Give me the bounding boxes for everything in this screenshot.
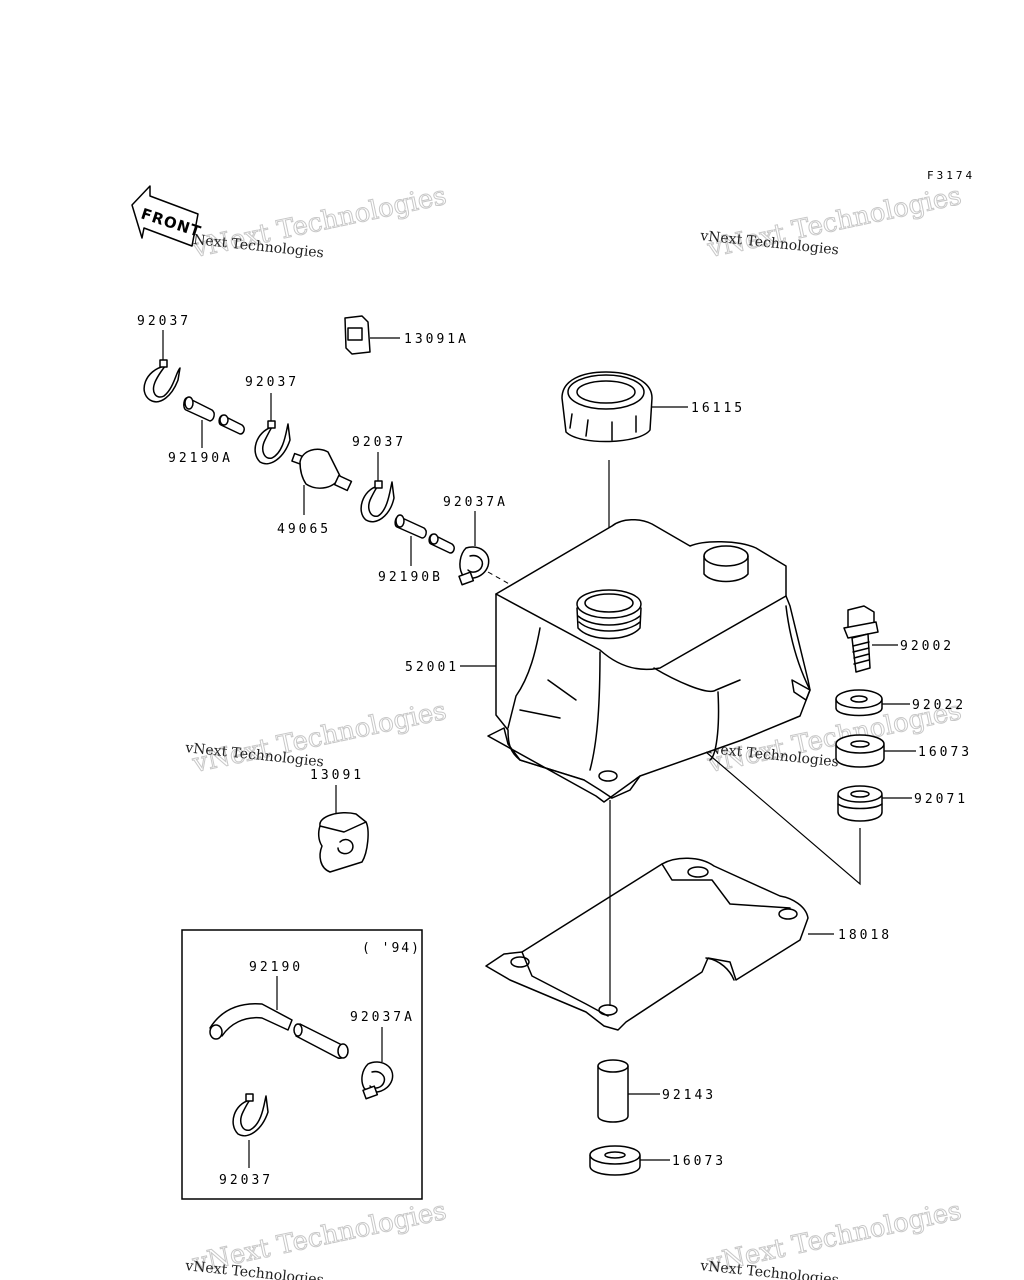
hose-92190A: 92190A [168, 396, 245, 466]
part-label-13091: 13091 [310, 768, 364, 783]
part-label-92022: 92022 [912, 698, 966, 713]
part-label-92037A: 92037A [350, 1010, 415, 1025]
part-label-49065: 49065 [277, 522, 331, 537]
part-label-13091A: 13091A [404, 332, 469, 347]
part-label-92037: 92037 [137, 314, 191, 329]
part-label-92002: 92002 [900, 639, 954, 654]
rubber-mount-13091: 13091 [310, 768, 369, 873]
damper-92071: 92071 [837, 785, 968, 822]
part-label-92037: 92037 [352, 435, 406, 450]
bracket-13091A: 13091A [344, 315, 469, 355]
washer-92022: 92022 [835, 689, 966, 717]
clamp-92037-c: 92037 [352, 435, 406, 523]
inset-label: ( '94) [362, 941, 421, 956]
clamp-92037-a: 92037 [137, 314, 191, 403]
clamp-92037-b: 92037 [245, 375, 299, 465]
hose-92190: 92190 [209, 960, 349, 1059]
part-label-92071: 92071 [914, 792, 968, 807]
part-label-16115: 16115 [691, 401, 745, 416]
bolt-92002: 92002 [843, 605, 954, 673]
part-label-16073: 16073 [918, 745, 972, 760]
grommet-16073-b: 16073 [589, 1145, 726, 1176]
part-label-92037A: 92037A [443, 495, 508, 510]
diagram-code: F3174 [927, 169, 975, 182]
clamp-92037A-inset: 92037A [350, 1010, 415, 1100]
part-label-92143: 92143 [662, 1088, 716, 1103]
hose-92190B: 92190B [378, 514, 455, 585]
part-label-16073: 16073 [672, 1154, 726, 1169]
part-label-92190: 92190 [249, 960, 303, 975]
inset-1994-box: ( '94) 92190 92037A 92037 [181, 929, 423, 1200]
part-label-52001: 52001 [405, 660, 459, 675]
bracket-plate-18018: 18018 [485, 857, 892, 1031]
part-label-92037: 92037 [219, 1173, 273, 1188]
clamp-92037A: 92037A [443, 495, 508, 586]
part-label-92190A: 92190A [168, 451, 233, 466]
front-arrow-icon: FRONT [131, 185, 204, 247]
clamp-92037-d: 92037 [219, 1093, 273, 1188]
collar-92143: 92143 [597, 1059, 716, 1123]
part-label-92190B: 92190B [378, 570, 443, 585]
part-label-18018: 18018 [838, 928, 892, 943]
grommet-16073-a: 16073 [835, 734, 972, 768]
fuel-filter-49065: 49065 [277, 448, 353, 537]
fuel-tank-52001: 52001 [405, 519, 811, 803]
fuel-cap-16115: 16115 [561, 371, 745, 586]
part-label-92037: 92037 [245, 375, 299, 390]
